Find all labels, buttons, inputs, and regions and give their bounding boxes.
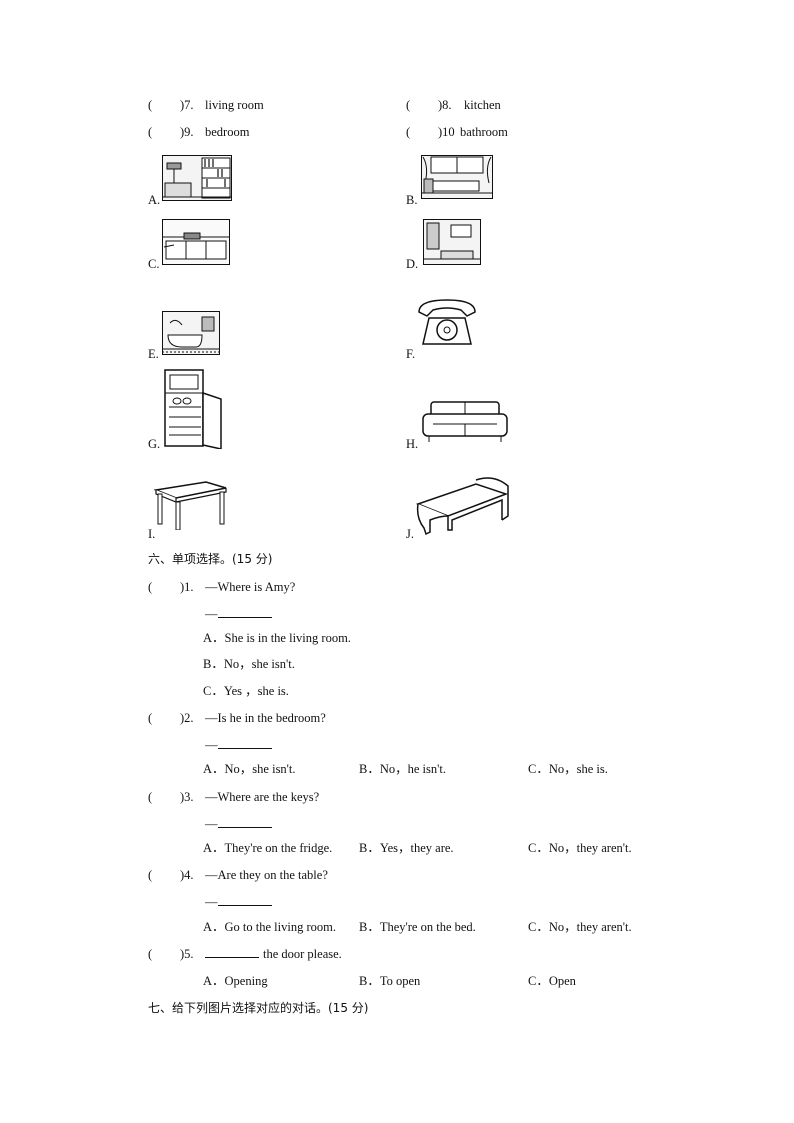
picture-letter-a: A. <box>148 193 161 207</box>
answer-paren[interactable]: ( <box>148 580 153 594</box>
option-a[interactable]: A．They're on the fridge. <box>203 841 333 855</box>
item-number: )9. <box>180 125 194 139</box>
item-number: )10 <box>438 125 455 139</box>
option-b[interactable]: B．To open <box>359 974 421 988</box>
section-6-title: 六、单项选择。(15 分) <box>148 552 273 566</box>
option-c[interactable]: C．Open <box>528 974 576 988</box>
item-text: bathroom <box>460 125 508 139</box>
question-stem-line: the door please. <box>205 946 342 962</box>
item-text: kitchen <box>464 98 501 112</box>
answer-line[interactable]: — <box>205 737 272 753</box>
fridge-picture <box>161 369 225 449</box>
option-b[interactable]: B．They're on the bed. <box>359 920 476 934</box>
answer-paren[interactable]: ( <box>148 868 153 882</box>
item-number: )7. <box>180 98 194 112</box>
option-a[interactable]: A．No，she isn't. <box>203 762 296 776</box>
bedroom-picture <box>421 155 493 199</box>
picture-letter-f: F. <box>406 347 416 361</box>
option-a[interactable]: A．Opening <box>203 974 268 988</box>
item-number: )8. <box>438 98 452 112</box>
question-number: )4. <box>180 868 194 882</box>
section-7-title: 七、给下列图片选择对应的对话。(15 分) <box>148 1001 369 1015</box>
answer-paren[interactable]: ( <box>406 125 411 139</box>
sofa-picture <box>421 400 509 444</box>
item-text: living room <box>205 98 264 112</box>
question-number: )1. <box>180 580 194 594</box>
option-a[interactable]: A．She is in the living room. <box>203 631 351 645</box>
living-room-picture <box>162 155 232 201</box>
option-b[interactable]: B．No，he isn't. <box>359 762 446 776</box>
picture-letter-b: B. <box>406 193 418 207</box>
picture-letter-d: D. <box>406 257 419 271</box>
answer-paren[interactable]: ( <box>148 98 153 112</box>
answer-line[interactable]: — <box>205 894 272 910</box>
bathroom-picture <box>162 311 220 355</box>
answer-line[interactable]: — <box>205 816 272 832</box>
question-number: )5. <box>180 947 194 961</box>
living-room-picture-2 <box>423 219 481 265</box>
answer-paren[interactable]: ( <box>406 98 411 112</box>
option-c[interactable]: C．No，they aren't. <box>528 920 632 934</box>
picture-letter-h: H. <box>406 437 419 451</box>
picture-letter-c: C. <box>148 257 160 271</box>
picture-letter-g: G. <box>148 437 161 451</box>
picture-letter-j: J. <box>406 527 414 541</box>
answer-blank[interactable] <box>205 946 259 958</box>
option-b[interactable]: B．No，she isn't. <box>203 657 295 671</box>
option-a[interactable]: A．Go to the living room. <box>203 920 336 934</box>
option-c[interactable]: C．Yes ，she is. <box>203 684 289 698</box>
bed-picture <box>416 476 512 536</box>
answer-paren[interactable]: ( <box>148 711 153 725</box>
question-number: )3. <box>180 790 194 804</box>
answer-line[interactable]: — <box>205 606 272 622</box>
answer-paren[interactable]: ( <box>148 790 153 804</box>
option-c[interactable]: C．No，they aren't. <box>528 841 632 855</box>
option-b[interactable]: B．Yes，they are. <box>359 841 454 855</box>
question-stem: —Where is Amy? <box>205 580 296 594</box>
picture-letter-i: I. <box>148 527 156 541</box>
telephone-picture <box>415 298 479 348</box>
question-number: )2. <box>180 711 194 725</box>
answer-paren[interactable]: ( <box>148 947 153 961</box>
kitchen-picture <box>162 219 230 265</box>
option-c[interactable]: C．No，she is. <box>528 762 608 776</box>
question-stem: —Where are the keys? <box>205 790 320 804</box>
table-picture <box>154 480 228 530</box>
item-text: bedroom <box>205 125 250 139</box>
answer-paren[interactable]: ( <box>148 125 153 139</box>
question-stem: —Is he in the bedroom? <box>205 711 326 725</box>
picture-letter-e: E. <box>148 347 159 361</box>
question-stem: —Are they on the table? <box>205 868 328 882</box>
